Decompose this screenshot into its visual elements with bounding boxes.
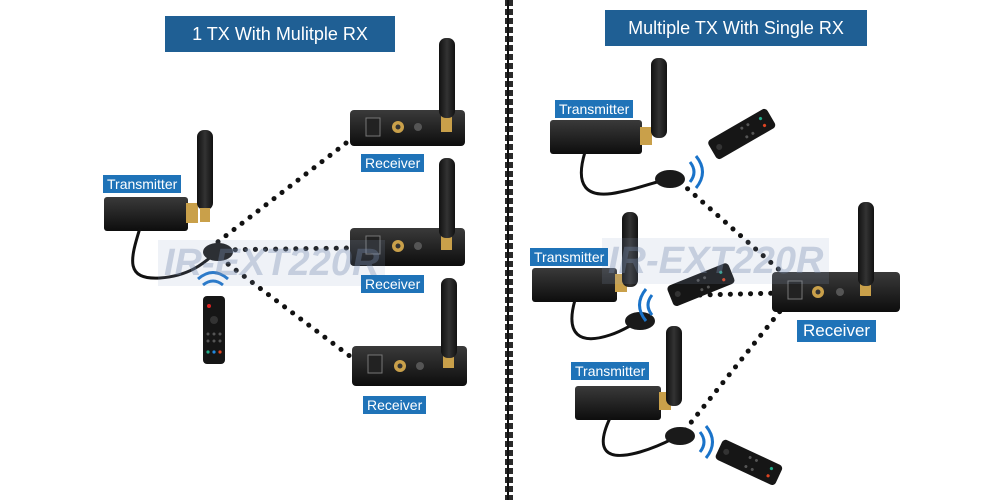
- left-dotted-links: [207, 137, 358, 363]
- right-transmitter-1-label: Transmitter: [555, 100, 634, 118]
- left-receiver-2: [350, 158, 465, 266]
- left-receiver-3: [352, 278, 467, 386]
- left-transmitter-label: Transmitter: [103, 175, 182, 193]
- right-transmitter-2: [532, 212, 735, 341]
- watermark-left: IR-EXT220R: [158, 240, 386, 286]
- right-dotted-links: [677, 179, 788, 433]
- right-receiver: [772, 202, 900, 312]
- right-transmitter-3-label: Transmitter: [571, 362, 650, 380]
- left-receiver-1-label: Receiver: [361, 154, 425, 172]
- watermark-right: IR-EXT220R: [602, 238, 830, 284]
- right-panel-title: Multiple TX With Single RX: [605, 10, 867, 46]
- left-receiver-3-label: Receiver: [363, 396, 427, 414]
- left-remote: [197, 271, 229, 364]
- right-transmitter-2-label: Transmitter: [530, 248, 609, 266]
- right-receiver-label: Receiver: [797, 320, 877, 342]
- panel-divider: [505, 0, 513, 500]
- left-receiver-2-label: Receiver: [361, 275, 425, 293]
- left-panel-title: 1 TX With Mulitple RX: [165, 16, 395, 52]
- right-transmitter-1: [550, 58, 776, 196]
- left-transmitter: [104, 130, 233, 280]
- left-receiver-1: [350, 38, 465, 146]
- right-transmitter-3: [575, 326, 783, 486]
